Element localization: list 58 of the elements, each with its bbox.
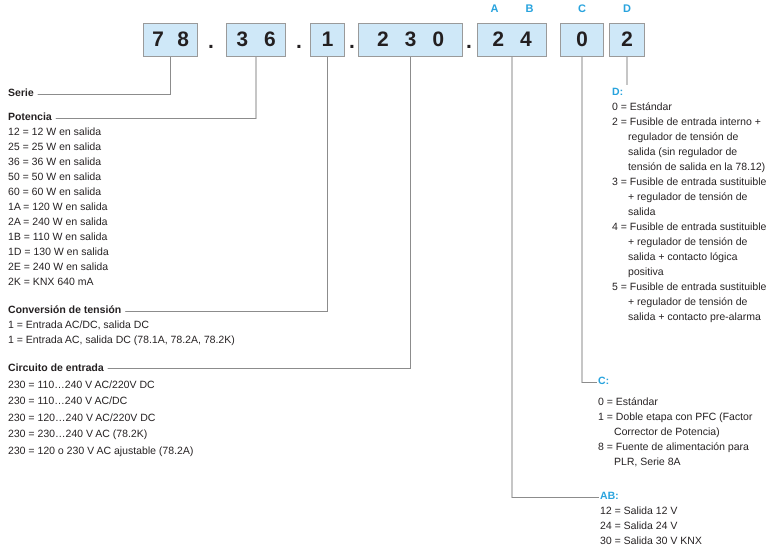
list-item: 230 = 120 o 230 V AC ajustable (78.2A) [8, 444, 194, 458]
leader-line [626, 56, 628, 86]
code-digit-box: 1 [310, 23, 345, 57]
leader-line [55, 56, 256, 119]
list-item: 3 = Fusible de entrada sustituible + regulador de tensión de salida [612, 175, 768, 220]
code-digit-box: 78 [143, 23, 198, 57]
list-item: 0 = Estándar [612, 100, 673, 115]
separator-dot: . [208, 30, 214, 54]
list-item: 230 = 110…240 V AC/220V DC [8, 378, 156, 392]
code-digit-box: 36 [226, 23, 286, 57]
list-item: 0 = Estándar [598, 395, 659, 410]
list-item: 2 = Fusible de entrada interno + regulador de tensión de salida (sin regulador de tensión de salida en la 78.12) [612, 115, 766, 175]
code-digit-box: 2 [609, 23, 645, 57]
list-item: 1 = Entrada AC, salida DC (78.1A, 78.2A, 78.2K) [8, 333, 235, 348]
section-heading: Conversión de tensión [8, 303, 122, 318]
leader-line [37, 56, 171, 95]
list-item: 25 = 25 W en salida [8, 140, 102, 155]
list-item: 12 = Salida 12 V [600, 504, 678, 519]
position-letter: C [578, 3, 586, 15]
list-item: 230 = 120…240 V AC/220V DC [8, 410, 156, 426]
separator-dot: . [466, 30, 472, 54]
leader-line [107, 56, 411, 369]
list-item: 2K = KNX 640 mA [8, 275, 95, 290]
list-item: 230 = 110…240 V AC/DC [8, 394, 128, 409]
section-heading: AB: [600, 489, 619, 504]
position-letter: A [490, 3, 498, 15]
section-heading: C: [598, 374, 610, 389]
list-item: 2A = 240 W en salida [8, 215, 109, 230]
list-item: 1 = Doble etapa con PFC (Factor Corrector de Potencia) [598, 410, 754, 440]
list-item: 24 = Salida 24 V [600, 519, 678, 534]
list-item: 50 = 50 W en salida [8, 170, 102, 185]
list-item: 2E = 240 W en salida [8, 260, 109, 275]
list-item: 1 = Entrada AC/DC, salida DC [8, 318, 150, 333]
section-heading: D: [612, 85, 624, 100]
leader-line [582, 56, 598, 383]
code-digit-box: 24 [477, 23, 547, 57]
list-item: 1A = 120 W en salida [8, 200, 109, 215]
list-item: 30 = Salida 30 V KNX [600, 534, 703, 549]
leader-line [124, 56, 328, 312]
separator-dot: . [296, 30, 302, 54]
separator-dot: . [349, 30, 355, 54]
code-digit-box: 230 [358, 23, 463, 57]
leader-line [512, 56, 600, 498]
list-item: 1B = 110 W en salida [8, 230, 108, 245]
position-letter: D [623, 3, 631, 15]
section-heading: Circuito de entrada [8, 361, 104, 376]
list-item: 60 = 60 W en salida [8, 185, 102, 200]
list-item: 5 = Fusible de entrada sustituible + regulador de tensión de salida + contacto pre-alarma [612, 280, 768, 325]
list-item: 36 = 36 W en salida [8, 155, 102, 170]
section-heading: Serie [8, 86, 34, 101]
list-item: 1D = 130 W en salida [8, 245, 109, 260]
code-digit-box: 0 [560, 23, 604, 57]
section-heading: Potencia [8, 110, 52, 125]
list-item: 12 = 12 W en salida [8, 125, 102, 140]
position-letter: B [526, 3, 534, 15]
list-item: 4 = Fusible de entrada sustituible + regulador de tensión de salida + contacto lógica positiva [612, 220, 768, 280]
list-item: 8 = Fuente de alimentación para PLR, Serie 8A [598, 440, 750, 470]
list-item: 230 = 230…240 V AC (78.2K) [8, 427, 148, 442]
